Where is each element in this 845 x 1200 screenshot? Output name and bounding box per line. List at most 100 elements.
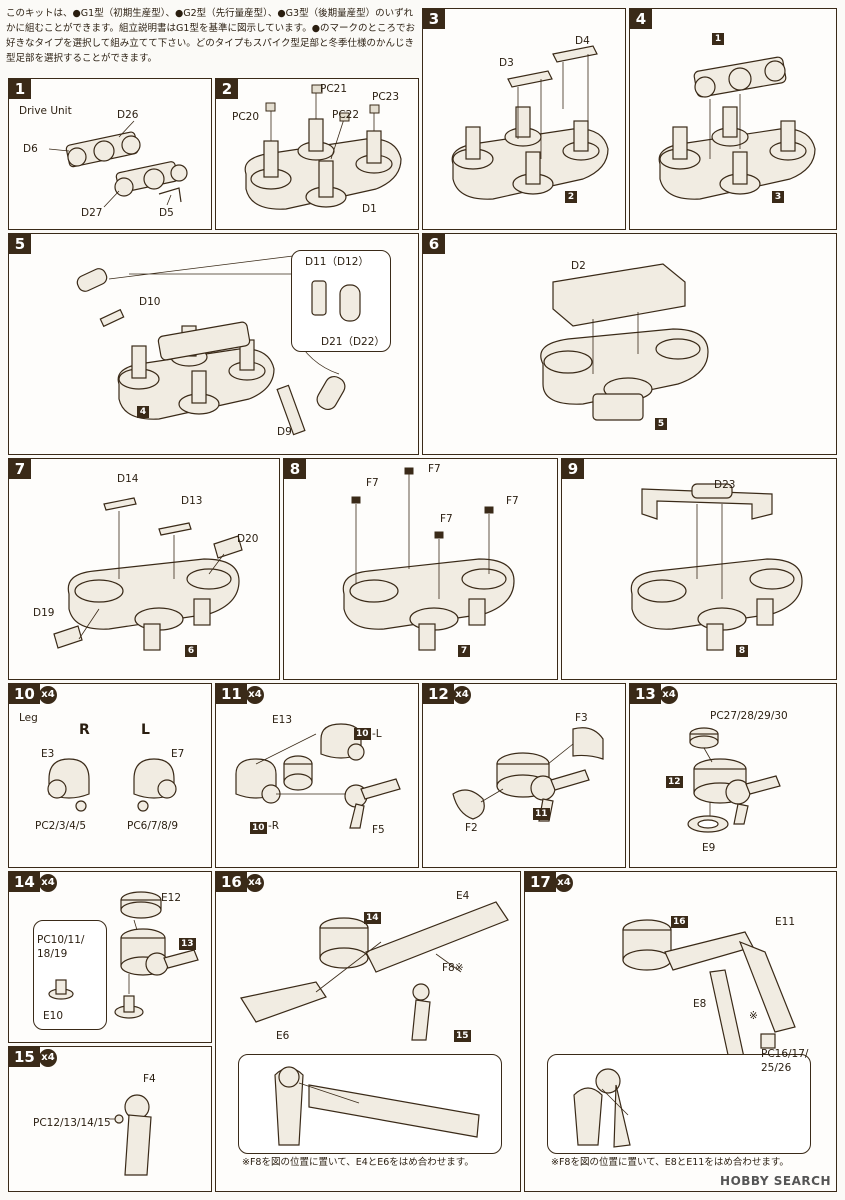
step-3-drawing — [451, 45, 609, 200]
label-pc27-30: PC27/28/29/30 — [710, 710, 788, 722]
step-12-panel: 12 x4 F3 F2 11 — [422, 683, 626, 868]
label-pc12-15: PC12/13/14/15 — [33, 1117, 111, 1129]
step-3-panel: 3 D4 D3 2 — [422, 8, 626, 230]
quantity-badge: x4 — [660, 686, 678, 704]
label-d11-d12: D11（D12） — [305, 256, 369, 268]
step-number: 16 — [216, 872, 247, 892]
step-6-panel: 6 D2 5 — [422, 233, 837, 455]
label-pc18-19: 18/19 — [37, 948, 68, 960]
label-d19: D19 — [33, 607, 55, 619]
step-number: 5 — [9, 234, 31, 254]
label-pc20: PC20 — [232, 111, 260, 123]
label-pc10-11: PC10/11/ — [37, 934, 85, 946]
label-d27: D27 — [81, 207, 103, 219]
ref-step-11: 11 — [533, 808, 550, 820]
label-e12: E12 — [161, 892, 181, 904]
label-e6: E6 — [276, 1030, 290, 1042]
step-1-panel: 1 Drive Unit D26 D6 D27 D5 — [8, 78, 212, 230]
label-e4: E4 — [456, 890, 470, 902]
label-l-suffix: -L — [372, 728, 382, 740]
label-d13: D13 — [181, 495, 203, 507]
step-16-drawing — [240, 901, 509, 1041]
label-d23: D23 — [714, 479, 736, 491]
label-e8: E8 — [693, 998, 707, 1010]
step-9-drawing — [630, 483, 803, 651]
label-e7: E7 — [171, 748, 185, 760]
label-f7-c: F7 — [440, 513, 453, 525]
label-d14: D14 — [117, 473, 139, 485]
step-11-drawing — [235, 723, 401, 829]
step-16-panel: 16 x4 E4 F8※ E6 14 15 — [215, 871, 521, 1192]
step-11-panel: 11 x4 E13 10 -L 10 -R F5 — [215, 683, 419, 868]
step-2-panel: 2 PC21 PC22 PC23 PC20 D1 — [215, 78, 419, 230]
label-f3: F3 — [575, 712, 588, 724]
step-17-panel: 17 x4 E11 E8 PC16/17/ 25/26 — [524, 871, 837, 1192]
step-10-panel: 10 x4 Leg R L E3 E7 PC2/3/4/5 PC6/7/8/9 — [8, 683, 212, 868]
assembly-note: ※F8を図の位置に置いて、E4とE6をはめ合わせます。 — [242, 1157, 474, 1168]
step-15-drawing — [109, 1094, 152, 1176]
quantity-badge: x4 — [453, 686, 471, 704]
quantity-badge: x4 — [39, 686, 57, 704]
label-left: L — [141, 722, 150, 738]
step-13-panel: 13 x4 PC27/28/29/30 E9 12 — [629, 683, 837, 868]
step-10-drawing — [47, 758, 177, 812]
quantity-badge: x4 — [39, 874, 57, 892]
label-e10: E10 — [43, 1010, 63, 1022]
label-pc23: PC23 — [372, 91, 400, 103]
label-pc21: PC21 — [320, 83, 348, 95]
label-f2: F2 — [465, 822, 478, 834]
ref-step-15: 15 — [454, 1030, 471, 1042]
label-d10: D10 — [139, 296, 161, 308]
quantity-badge: x4 — [555, 874, 573, 892]
step-17-drawing — [622, 919, 796, 1065]
step-15-panel: 15 x4 F4 PC12/13/14/15 — [8, 1046, 212, 1192]
step-8-panel: 8 F7 F7 F7 F7 7 — [283, 458, 558, 680]
step-number: 2 — [216, 79, 238, 99]
step-7-drawing — [53, 497, 243, 651]
step-7-panel: 7 D14 D13 D20 D19 6 — [8, 458, 280, 680]
step-2-drawing — [244, 84, 402, 210]
step-5-drawing — [76, 253, 346, 436]
step-6-drawing — [540, 263, 709, 421]
step-number: 17 — [525, 872, 556, 892]
label-d6: D6 — [23, 143, 38, 155]
label-f5: F5 — [372, 824, 385, 836]
step-number: 10 — [9, 684, 40, 704]
step-number: 7 — [9, 459, 31, 479]
ref-step-2: 2 — [565, 191, 577, 203]
detail-inset — [238, 1054, 502, 1154]
watermark: HOBBY SEARCH — [720, 1174, 831, 1188]
step-8-drawing — [342, 467, 515, 651]
label-f7-a: F7 — [366, 477, 379, 489]
ref-step-16: 16 — [671, 916, 688, 928]
label-d2: D2 — [571, 260, 586, 272]
label-drive-unit: Drive Unit — [19, 105, 72, 117]
step-number: 6 — [423, 234, 445, 254]
step-12-drawing — [452, 727, 604, 822]
step-5-panel: 5 D1 — [8, 233, 419, 455]
label-pc22: PC22 — [332, 109, 360, 121]
label-d3: D3 — [499, 57, 514, 69]
step-number: 12 — [423, 684, 454, 704]
ref-step-14: 14 — [364, 912, 381, 924]
step-number: 3 — [423, 9, 445, 29]
quantity-badge: x4 — [39, 1049, 57, 1067]
label-pc2-5: PC2/3/4/5 — [35, 820, 86, 832]
detail-inset — [547, 1054, 811, 1154]
detail-inset — [33, 920, 107, 1030]
step-number: 14 — [9, 872, 40, 892]
step-14-panel: 14 x4 E12 PC10/11/ 18/19 E10 13 — [8, 871, 212, 1043]
label-d20: D20 — [237, 533, 259, 545]
label-f4: F4 — [143, 1073, 156, 1085]
label-d26: D26 — [117, 109, 139, 121]
step-number: 4 — [630, 9, 652, 29]
ref-step-1: 1 — [712, 33, 724, 45]
step-number: 11 — [216, 684, 247, 704]
intro-text: このキットは、●G1型（初期生産型）、●G2型（先行量産型）、●G3型（後期量産… — [6, 8, 416, 64]
step-number: 9 — [562, 459, 584, 479]
label-e11: E11 — [775, 916, 795, 928]
step-number: 1 — [9, 79, 31, 99]
label-d9: D9 — [277, 426, 292, 438]
ref-step-13: 13 — [179, 938, 196, 950]
